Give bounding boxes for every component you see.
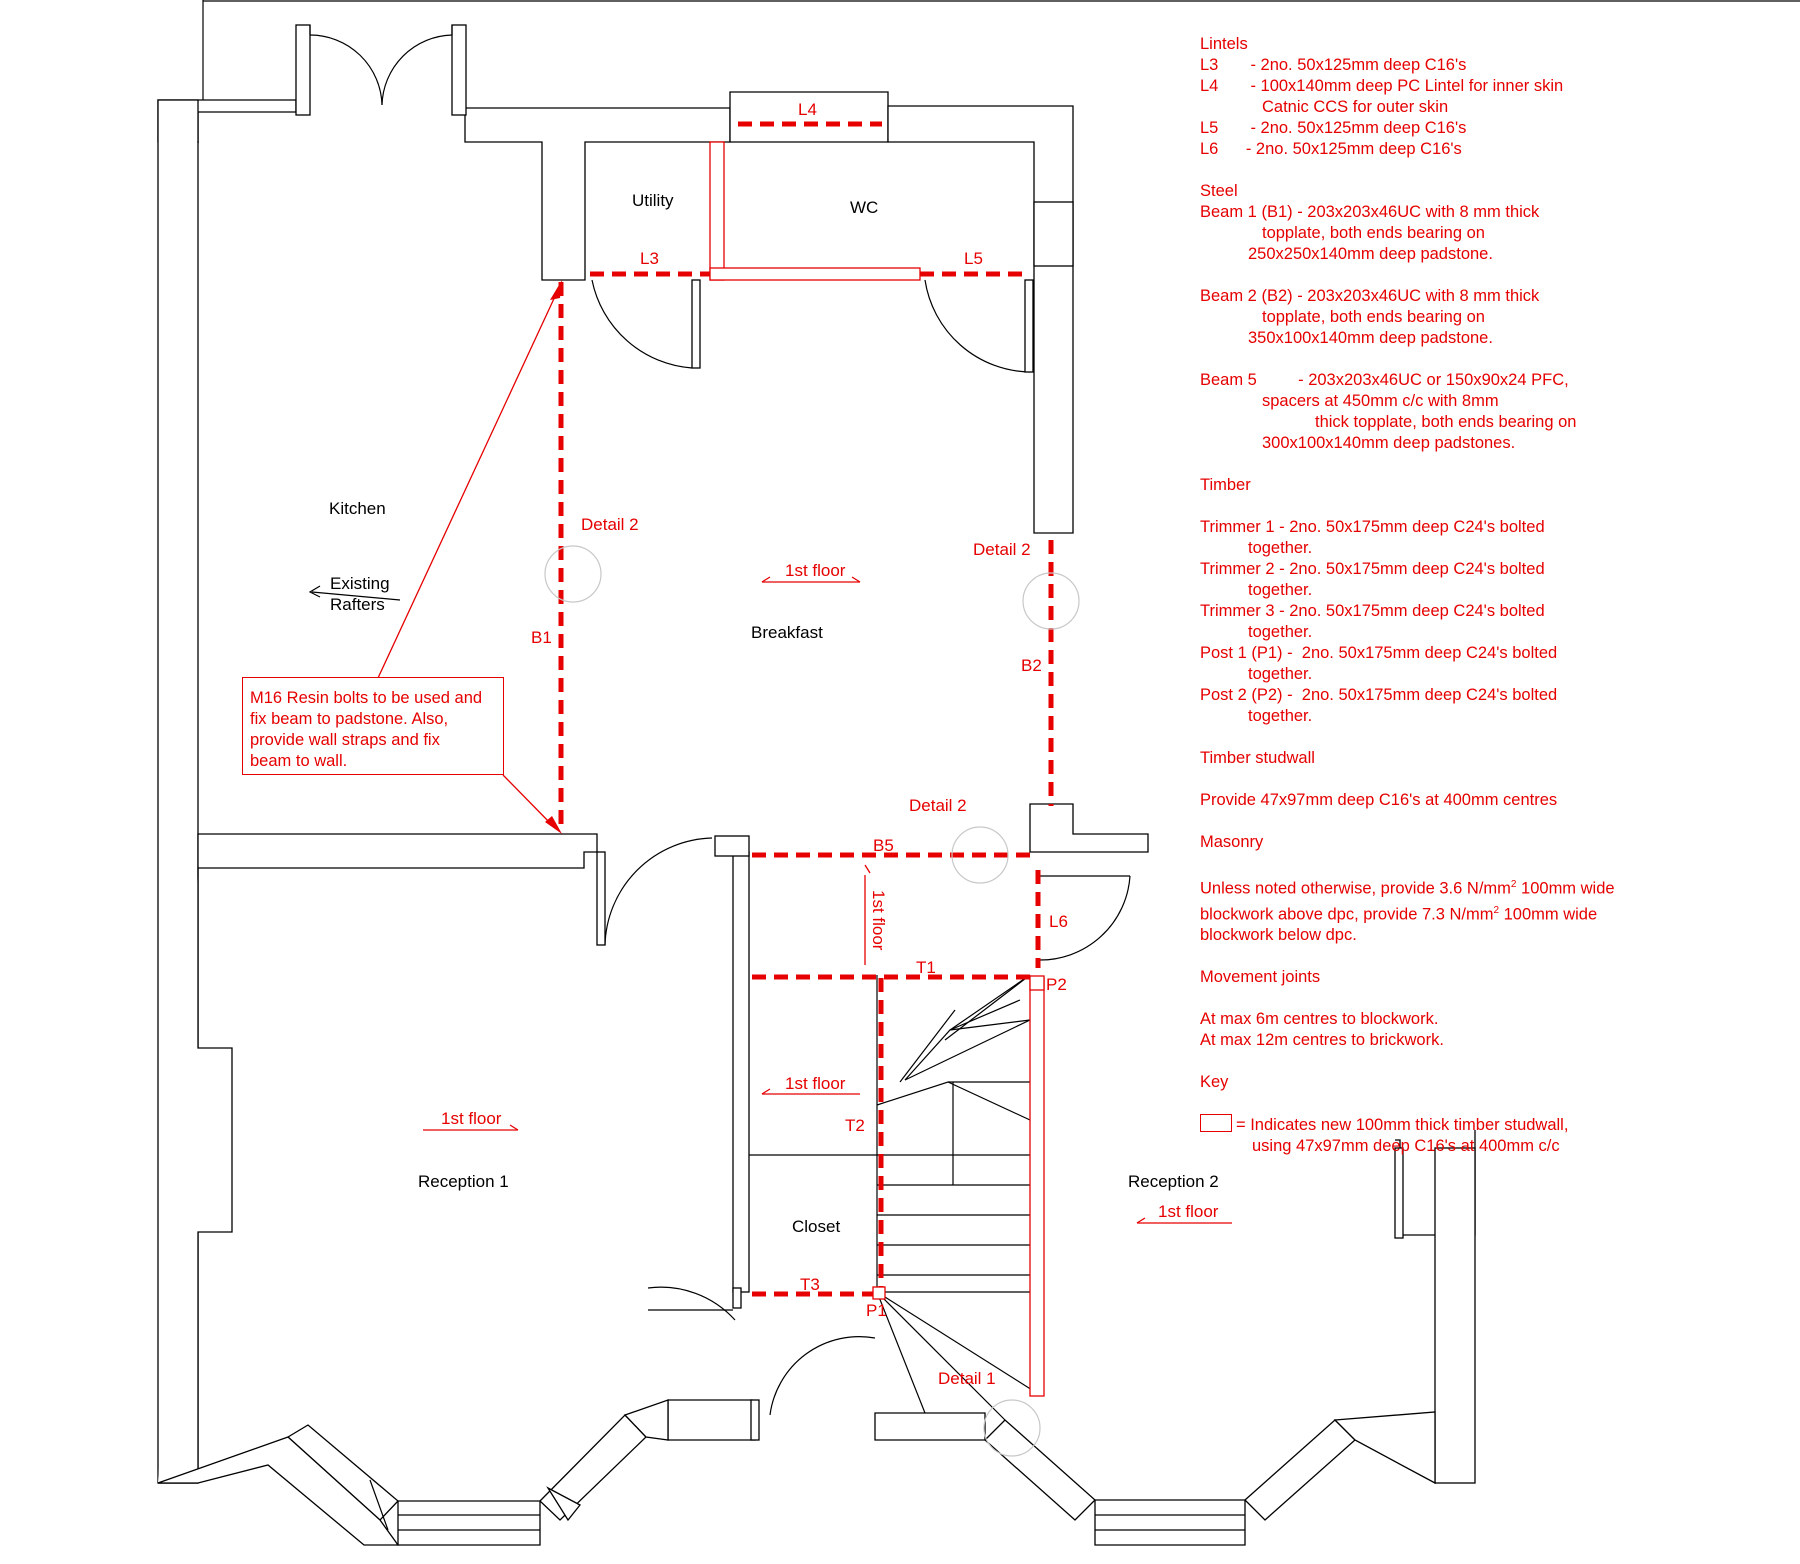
- direction-arrows: [308, 576, 1232, 1224]
- bay-window-right: [984, 1411, 1436, 1546]
- notes-timber: Timber Trimmer 1 - 2no. 50x175mm deep C2…: [1200, 475, 1780, 727]
- internal-doors: [591, 279, 1131, 1441]
- lintels-and-beams: [558, 121, 1054, 1297]
- resin-bolts-callout: M16 Resin bolts to be used and fix beam …: [242, 677, 504, 775]
- movement-row: At max 12m centres to brickwork.: [1200, 1031, 1444, 1049]
- floor-label-hall: 1st floor: [785, 1074, 846, 1093]
- lintel-row: Catnic CCS for outer skin: [1262, 98, 1449, 116]
- rafters-label-2: Rafters: [330, 595, 385, 614]
- masonry-line-3: blockwork below dpc.: [1200, 926, 1357, 944]
- beam2-row: 350x100x140mm deep padstone.: [1248, 329, 1493, 347]
- timber-row: together.: [1248, 707, 1313, 725]
- floor-label-reception1: 1st floor: [441, 1109, 502, 1128]
- notes-studwall: Timber studwall Provide 47x97mm deep C16…: [1200, 748, 1780, 811]
- lintel-row: L4 - 100x140mm deep PC Lintel for inner …: [1200, 77, 1564, 95]
- garden-doors: [295, 24, 467, 116]
- marker-l3: L3: [640, 249, 659, 268]
- beam5-row: 300x100x140mm deep padstones.: [1262, 434, 1516, 452]
- lintel-row: L6 - 2no. 50x125mm deep C16's: [1200, 140, 1462, 158]
- movement-heading: Movement joints: [1200, 968, 1321, 986]
- marker-p1: P1: [866, 1301, 887, 1320]
- marker-detail1: Detail 1: [938, 1369, 996, 1388]
- timber-row: together.: [1248, 623, 1313, 641]
- marker-p2: P2: [1046, 975, 1067, 994]
- notes-masonry: Masonry Unless noted otherwise, provide …: [1200, 832, 1780, 946]
- notes-key: Key = Indicates new 100mm thick timber s…: [1200, 1072, 1780, 1157]
- steel-heading: Steel: [1200, 182, 1238, 200]
- timber-row: Post 2 (P2) - 2no. 50x175mm deep C24's b…: [1200, 686, 1558, 704]
- marker-l6: L6: [1049, 912, 1068, 931]
- key-heading: Key: [1200, 1073, 1229, 1091]
- notes-movement: Movement joints At max 6m centres to blo…: [1200, 967, 1780, 1051]
- studwall-heading: Timber studwall: [1200, 749, 1315, 767]
- room-label-closet: Closet: [792, 1217, 840, 1236]
- room-label-reception2: Reception 2: [1128, 1172, 1219, 1191]
- structural-markers: L4 L3 L5 B1 B2 B5 L6 T1 T2 T3 P1 P2 Deta…: [531, 100, 1068, 1388]
- callout-line: provide wall straps and fix: [250, 731, 440, 749]
- callout-line: fix beam to padstone. Also,: [250, 710, 449, 728]
- lintel-row: L5 - 2no. 50x125mm deep C16's: [1200, 119, 1467, 137]
- room-labels: Kitchen Existing Rafters Utility WC Brea…: [329, 191, 1219, 1236]
- beam1-row: topplate, both ends bearing on: [1262, 224, 1485, 242]
- marker-detail2-b2: Detail 2: [973, 540, 1031, 559]
- room-label-utility: Utility: [632, 191, 674, 210]
- floor-label-reception2: 1st floor: [1158, 1202, 1219, 1221]
- timber-row: together.: [1248, 665, 1313, 683]
- staircase: [876, 974, 1041, 1421]
- specification-notes: Lintels L3 - 2no. 50x125mm deep C16's L4…: [1200, 34, 1780, 1157]
- marker-t1: T1: [916, 958, 936, 977]
- masonry-line-2: blockwork above dpc, provide 7.3 N/mm2 1…: [1200, 904, 1598, 924]
- timber-studwalls: [709, 141, 1045, 1397]
- room-label-kitchen: Kitchen: [329, 499, 386, 518]
- marker-l4: L4: [798, 100, 817, 119]
- marker-detail2-b1: Detail 2: [581, 515, 639, 534]
- floor-label-breakfast: 1st floor: [785, 561, 846, 580]
- beam2-row: topplate, both ends bearing on: [1262, 308, 1485, 326]
- movement-row: At max 6m centres to blockwork.: [1200, 1010, 1439, 1028]
- key-line-2: using 47x97mm deep C16's at 400mm c/c: [1252, 1137, 1560, 1155]
- callout-line: M16 Resin bolts to be used and: [250, 689, 483, 707]
- marker-t3: T3: [800, 1275, 820, 1294]
- callout-arrows: [377, 280, 562, 834]
- outer-walls: [157, 91, 1476, 1484]
- lintel-row: L3 - 2no. 50x125mm deep C16's: [1200, 56, 1467, 74]
- room-label-wc: WC: [850, 198, 878, 217]
- marker-b2: B2: [1021, 656, 1042, 675]
- detail-circles: [544, 545, 1080, 1457]
- floor-label-landing: 1st floor: [869, 890, 888, 951]
- beam1-row: Beam 1 (B1) - 203x203x46UC with 8 mm thi…: [1200, 203, 1540, 221]
- timber-row: together.: [1248, 581, 1313, 599]
- timber-row: Trimmer 1 - 2no. 50x175mm deep C24's bol…: [1200, 518, 1545, 536]
- marker-detail2-b5: Detail 2: [909, 796, 967, 815]
- beam5-row: Beam 5 - 203x203x46UC or 150x90x24 PFC,: [1200, 371, 1569, 389]
- beam5-row: thick topplate, both ends bearing on: [1315, 413, 1577, 431]
- beam5-row: spacers at 450mm c/c with 8mm: [1262, 392, 1499, 410]
- marker-b1: B1: [531, 628, 552, 647]
- key-line-1: = Indicates new 100mm thick timber studw…: [1200, 1114, 1780, 1136]
- callout-line: beam to wall.: [250, 752, 348, 770]
- timber-row: Trimmer 2 - 2no. 50x175mm deep C24's bol…: [1200, 560, 1545, 578]
- timber-heading: Timber: [1200, 476, 1251, 494]
- marker-b5: B5: [873, 836, 894, 855]
- notes-steel: Steel Beam 1 (B1) - 203x203x46UC with 8 …: [1200, 181, 1780, 454]
- bay-window-left: [157, 1399, 669, 1546]
- marker-t2: T2: [845, 1116, 865, 1135]
- room-label-breakfast: Breakfast: [751, 623, 823, 642]
- timber-row: Trimmer 3 - 2no. 50x175mm deep C24's bol…: [1200, 602, 1545, 620]
- masonry-line-1: Unless noted otherwise, provide 3.6 N/mm…: [1200, 879, 1615, 898]
- studwall-key-icon: [1200, 1114, 1232, 1132]
- timber-row: Post 1 (P1) - 2no. 50x175mm deep C24's b…: [1200, 644, 1558, 662]
- marker-l5: L5: [964, 249, 983, 268]
- masonry-heading: Masonry: [1200, 833, 1264, 851]
- studwall-text: Provide 47x97mm deep C16's at 400mm cent…: [1200, 791, 1558, 809]
- room-label-reception1: Reception 1: [418, 1172, 509, 1191]
- notes-lintels: Lintels L3 - 2no. 50x125mm deep C16's L4…: [1200, 34, 1780, 160]
- lintels-heading: Lintels: [1200, 35, 1248, 53]
- timber-row: together.: [1248, 539, 1313, 557]
- rafters-label-1: Existing: [330, 574, 390, 593]
- beam1-row: 250x250x140mm deep padstone.: [1248, 245, 1493, 263]
- beam2-row: Beam 2 (B2) - 203x203x46UC with 8 mm thi…: [1200, 287, 1540, 305]
